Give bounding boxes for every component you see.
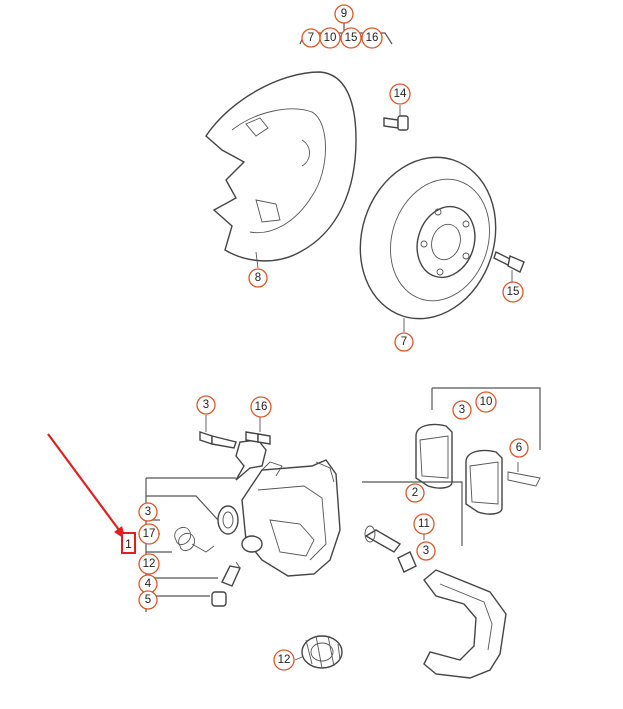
callout-11[interactable]: 11 [413, 513, 435, 535]
nut-part-12 [294, 635, 343, 669]
svg-text:1: 1 [125, 537, 132, 551]
bolt-part-14 [383, 105, 409, 131]
callout-8[interactable]: 8 [248, 268, 268, 288]
spring-part-17 [174, 527, 215, 553]
bolt-part-3-upper [199, 415, 237, 449]
guide-pin-part-2 [362, 481, 463, 553]
svg-text:6: 6 [516, 442, 522, 454]
callout-16-group[interactable]: 16 [361, 27, 383, 49]
callout-6[interactable]: 6 [509, 438, 529, 458]
svg-text:15: 15 [345, 32, 358, 44]
callout-3-left[interactable]: 3 [138, 502, 158, 522]
svg-text:4: 4 [145, 578, 152, 590]
caliper-carrier [423, 569, 507, 679]
svg-text:3: 3 [423, 545, 429, 557]
callout-3-pads[interactable]: 3 [452, 400, 472, 420]
cap-part-5 [211, 591, 227, 607]
svg-text:9: 9 [341, 8, 347, 20]
callout-16[interactable]: 16 [250, 396, 272, 418]
callout-10[interactable]: 10 [475, 391, 497, 413]
svg-text:12: 12 [143, 558, 156, 570]
callout-14[interactable]: 14 [389, 83, 411, 105]
callout-12-bottom[interactable]: 12 [273, 649, 295, 671]
clip-part-6 [507, 462, 541, 487]
callout-12-left[interactable]: 12 [138, 553, 160, 575]
bleed-valve-part-4 [221, 561, 241, 587]
callout-15[interactable]: 15 [502, 281, 524, 303]
caliper-part-1 [235, 439, 341, 577]
screw-part-15 [493, 251, 525, 284]
svg-text:7: 7 [308, 32, 314, 44]
callout-3-pin[interactable]: 3 [416, 541, 436, 561]
svg-text:16: 16 [366, 32, 379, 44]
highlight-box-1[interactable]: 1 [121, 532, 136, 554]
callout-17[interactable]: 17 [138, 523, 160, 545]
svg-text:10: 10 [480, 396, 493, 408]
dust-shield-part-8 [205, 71, 357, 269]
svg-text:11: 11 [418, 518, 430, 530]
callout-4[interactable]: 4 [138, 574, 158, 594]
callout-7-group[interactable]: 7 [301, 28, 321, 48]
svg-text:10: 10 [324, 32, 337, 44]
svg-text:16: 16 [255, 401, 268, 413]
svg-text:3: 3 [203, 399, 209, 411]
bolt-part-16 [245, 416, 271, 445]
svg-text:3: 3 [459, 404, 465, 416]
callout-15-group[interactable]: 15 [340, 27, 362, 49]
callout-10-group[interactable]: 10 [319, 27, 341, 49]
callout-2[interactable]: 2 [405, 483, 425, 503]
brake-disc-part-7 [359, 156, 497, 332]
highlight-arrow [47, 433, 126, 540]
callout-9[interactable]: 9 [334, 4, 354, 24]
svg-text:14: 14 [394, 88, 407, 100]
svg-text:17: 17 [143, 528, 156, 540]
callout-7[interactable]: 7 [394, 332, 414, 352]
svg-text:8: 8 [255, 272, 261, 284]
guide-pin-boot-part-11 [397, 528, 425, 573]
svg-text:7: 7 [401, 336, 407, 348]
callout-5[interactable]: 5 [138, 590, 158, 610]
svg-text:5: 5 [145, 594, 151, 606]
svg-text:3: 3 [145, 506, 151, 518]
callout-3-bolt[interactable]: 3 [196, 395, 216, 415]
svg-text:15: 15 [507, 286, 520, 298]
svg-text:12: 12 [278, 654, 291, 666]
svg-text:2: 2 [412, 487, 418, 499]
piston-boot [217, 505, 239, 535]
